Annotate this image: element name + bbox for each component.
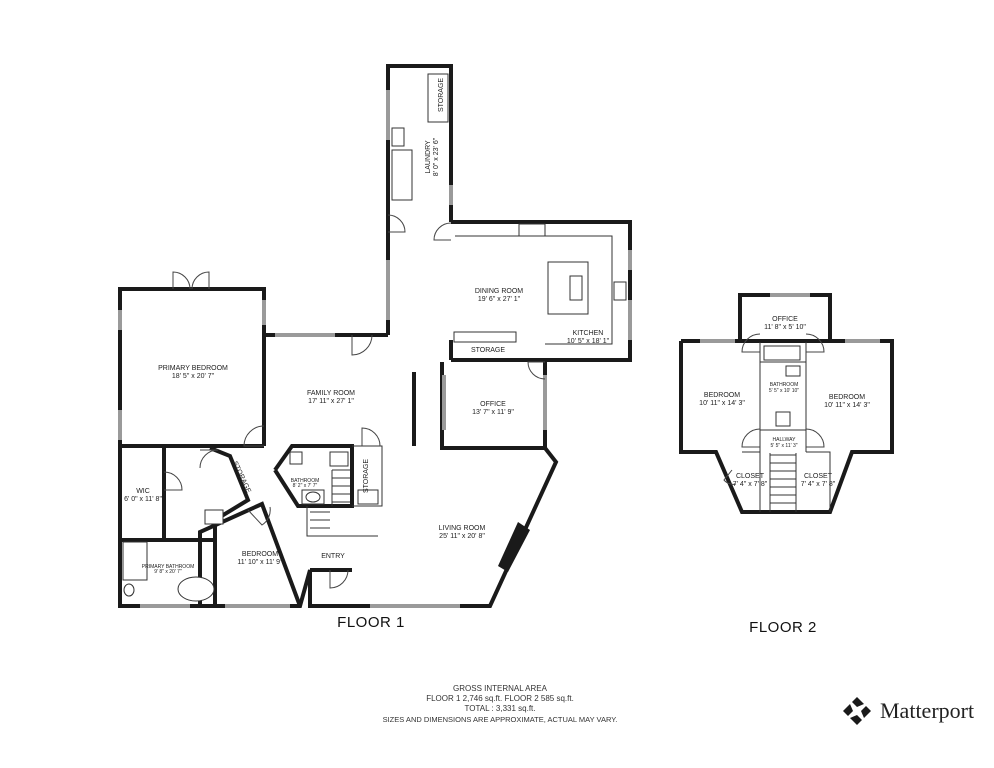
brand-name: Matterport (880, 698, 975, 723)
matterport-logo-icon (843, 697, 871, 725)
floor-2-doors (723, 333, 825, 485)
floor-2-title: FLOOR 2 (749, 619, 817, 636)
room-label: STORAGE (363, 459, 370, 493)
room-dims: 5' 5" x 11' 3" (770, 443, 797, 449)
brand-logo: Matterport (842, 696, 974, 726)
room-label: OFFICE (480, 401, 506, 408)
room-label: LIVING ROOM (439, 525, 486, 532)
room-dims: 5' 5" x 10' 10" (769, 388, 799, 394)
room-label: ENTRY (321, 553, 345, 560)
room-label: CLOSET (736, 473, 765, 480)
room-label: STORAGE (438, 78, 445, 112)
room-label: STORAGE (231, 460, 252, 494)
room-label: OFFICE (772, 316, 798, 323)
floor-2-fixtures (763, 345, 801, 512)
room-label: BEDROOM (242, 551, 278, 558)
room-dims: 11' 10" x 11' 9" (237, 559, 283, 566)
room-dims: 10' 5" x 18' 1" (567, 338, 610, 345)
room-dims: 9' 8" x 20' 7" (154, 569, 182, 575)
room-label: PRIMARY BATHROOM (142, 564, 195, 570)
area-disclaimer: SIZES AND DIMENSIONS ARE APPROXIMATE, AC… (382, 715, 618, 724)
floor-2-windows (700, 293, 880, 343)
room-dims: 8' 0" x 23' 6" (433, 137, 440, 176)
room-label: FAMILY ROOM (307, 390, 355, 397)
room-label: BEDROOM (704, 392, 740, 399)
room-dims: 17' 11" x 27' 1" (308, 398, 354, 405)
room-dims: 11' 8" x 5' 10" (764, 324, 806, 331)
room-label: HALLWAY (773, 437, 797, 443)
room-dims: 8' 2" x 7' 7" (293, 483, 318, 489)
room-label: DINING ROOM (475, 288, 523, 295)
room-dims: 13' 7" x 11' 9" (472, 409, 514, 416)
room-label: STORAGE (471, 347, 505, 354)
floor-1-doors (163, 214, 546, 589)
floor-2-labels: OFFICE 11' 8" x 5' 10" BEDROOM 10' 11" x… (699, 316, 870, 488)
room-label: CLOSET (804, 473, 833, 480)
room-label: WIC (136, 488, 150, 495)
area-floors: FLOOR 1 2,746 sq.ft. FLOOR 2 585 sq.ft. (426, 694, 574, 703)
area-heading: GROSS INTERNAL AREA (453, 684, 547, 693)
room-dims: 7' 4" x 7' 8" (733, 481, 768, 488)
room-label: BATHROOM (291, 478, 320, 484)
floor-1-windows (118, 90, 632, 608)
area-total: TOTAL : 3,331 sq.ft. (464, 704, 536, 713)
floor-1-fixtures (122, 73, 627, 602)
room-dims: 10' 11" x 14' 3" (699, 400, 745, 407)
room-label: LAUNDRY (425, 140, 432, 174)
room-label: KITCHEN (573, 330, 604, 337)
room-dims: 7' 4" x 7' 8" (801, 481, 836, 488)
room-dims: 19' 6" x 27' 1" (478, 296, 521, 303)
room-label: PRIMARY BEDROOM (158, 365, 228, 372)
room-dims: 18' 5" x 20' 7" (172, 373, 215, 380)
floor-1-title: FLOOR 1 (337, 614, 405, 631)
room-label: BATHROOM (770, 382, 799, 388)
room-label: BEDROOM (829, 394, 865, 401)
room-dims: 10' 11" x 14' 3" (824, 402, 870, 409)
room-dims: 25' 11" x 20' 8" (439, 533, 485, 540)
room-dims: 6' 0" x 11' 8" (124, 496, 162, 503)
floor-1-walls (118, 64, 632, 608)
